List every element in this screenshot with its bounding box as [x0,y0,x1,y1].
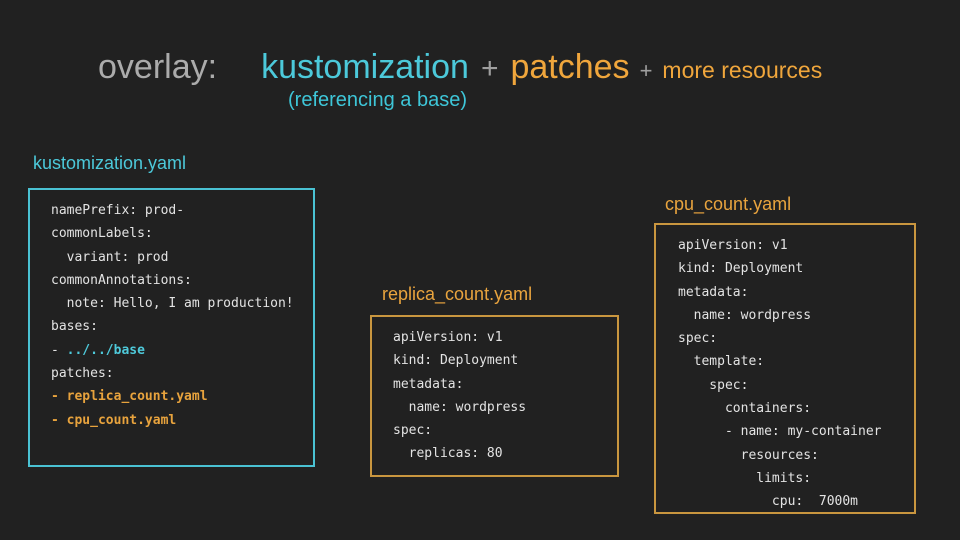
code-segment: name: wordpress [393,399,527,415]
code-segment: replicas: 80 [393,446,503,462]
code-line: namePrefix: prod- [51,199,313,222]
title-subtitle: (referencing a base) [288,89,467,111]
code-line: spec: [678,374,914,397]
code-line: - ../../base [51,339,313,362]
code-line: name: wordpress [678,304,914,327]
code-line: metadata: [393,373,617,396]
code-line: bases: [51,315,313,338]
title-overlay: overlay: [98,48,218,86]
title-patches: patches [510,48,630,86]
code-segment: spec: [678,331,718,347]
code-segment: - replica_count.yaml [51,389,208,405]
code-line: commonLabels: [51,222,313,245]
title-plus-1: + [480,52,499,85]
code-segment: metadata: [678,284,749,300]
code-segment: namePrefix: prod- [51,203,185,218]
code-segment: commonAnnotations: [51,272,192,288]
code-segment: apiVersion: v1 [678,238,788,253]
code-segment: - [51,342,67,358]
code-segment: kind: Deployment [678,261,804,277]
code-segment: name: wordpress [678,307,812,323]
code-line: name: wordpress [393,396,617,419]
title-more-resources: more resources [662,57,823,83]
code-segment: - name: my-container [678,424,882,440]
code-line: - name: my-container [678,420,914,443]
code-segment: cpu: 7000m [678,494,859,510]
code-segment: bases: [51,319,98,335]
code-line: containers: [678,397,914,420]
code-line: - replica_count.yaml [51,385,313,408]
code-segment: commonLabels: [51,226,153,242]
code-line: kind: Deployment [393,349,617,372]
code-line: resources: [678,444,914,467]
panel-label-cpu-count-yaml: cpu_count.yaml [665,194,792,214]
code-segment: apiVersion: v1 [393,330,503,345]
code-segment: resources: [678,447,819,463]
code-line: commonAnnotations: [51,269,313,292]
code-segment: spec: [678,377,749,393]
code-line: template: [678,350,914,373]
code-segment: containers: [678,401,812,417]
code-segment: patches: [51,366,114,382]
code-line: kind: Deployment [678,257,914,280]
title-plus-2: + [639,58,653,83]
code-line: metadata: [678,281,914,304]
code-segment: template: [678,354,765,370]
code-segment: ../../base [66,342,145,358]
code-line: spec: [678,327,914,350]
code-line: note: Hello, I am production! [51,292,313,315]
code-line: replicas: 80 [393,442,617,465]
slide-title: overlay: kustomization + patches + more … [98,48,822,87]
code-line: apiVersion: v1 [678,234,914,257]
code-segment: note: Hello, I am production! [51,296,294,312]
code-line: patches: [51,362,313,385]
code-segment: metadata: [393,376,464,392]
code-line: - cpu_count.yaml [51,409,313,432]
code-line: cpu: 7000m [678,490,914,513]
code-box-kustomization-yaml: namePrefix: prod-commonLabels: variant: … [28,188,315,467]
code-segment: spec: [393,423,433,439]
code-line: limits: [678,467,914,490]
code-line: spec: [393,419,617,442]
title-kustomization: kustomization [261,48,469,86]
panel-label-kustomization-yaml: kustomization.yaml [33,153,187,173]
code-segment: limits: [678,470,812,486]
code-segment: - cpu_count.yaml [51,412,177,428]
code-line: apiVersion: v1 [393,326,617,349]
code-segment: variant: prod [51,249,169,265]
code-line: variant: prod [51,246,313,269]
panel-label-replica-count-yaml: replica_count.yaml [382,284,533,304]
code-segment: kind: Deployment [393,353,519,369]
